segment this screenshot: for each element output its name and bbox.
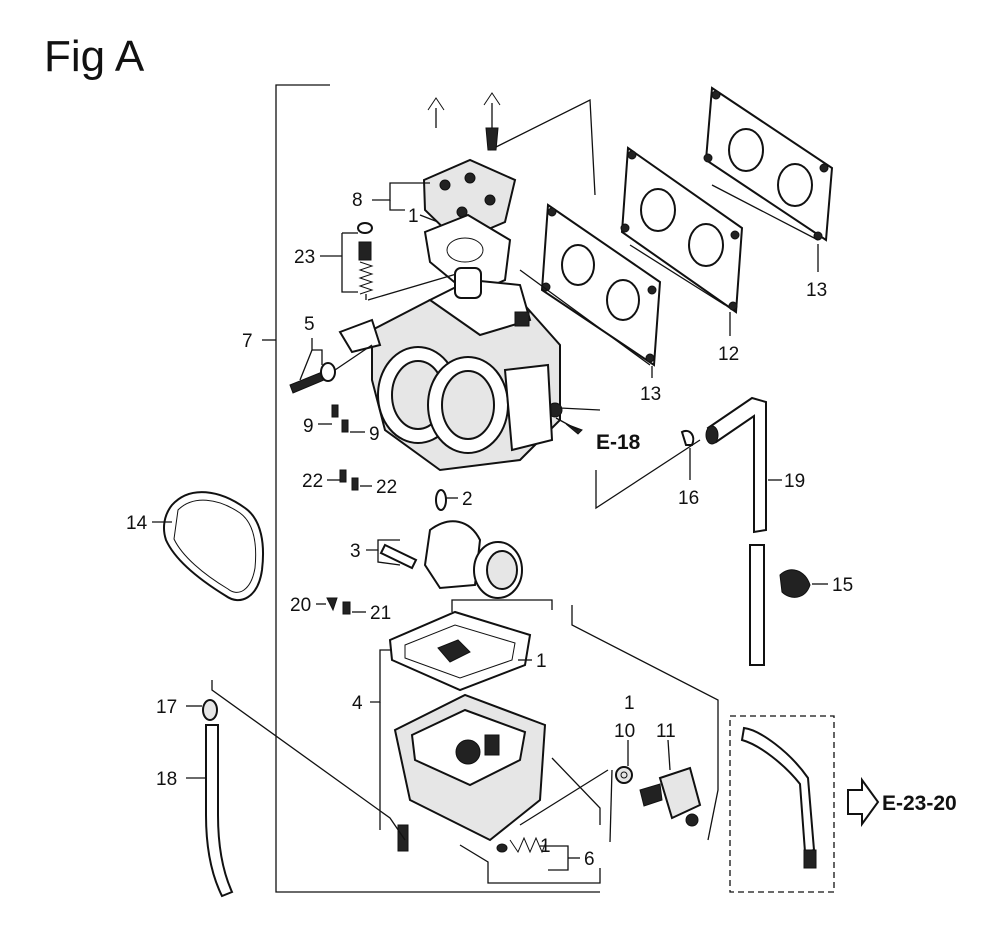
air-cleaner-gasket-14 bbox=[163, 491, 265, 601]
jets-9 bbox=[331, 404, 349, 433]
callout-19: 19 bbox=[784, 471, 805, 492]
carburetor-body bbox=[338, 267, 563, 472]
callout-3: 3 bbox=[350, 541, 361, 562]
float-bowl bbox=[393, 693, 547, 852]
clip-17 bbox=[202, 699, 218, 721]
solenoid-washer bbox=[615, 766, 633, 784]
reference-pipe-box bbox=[729, 715, 835, 893]
float-pin bbox=[379, 543, 418, 570]
callout-17: 17 bbox=[156, 697, 177, 718]
callout-7: 7 bbox=[242, 331, 253, 352]
throttle-stop-screw bbox=[289, 362, 336, 394]
callout-2: 2 bbox=[462, 489, 473, 510]
callout-1-top: 1 bbox=[408, 206, 419, 227]
callout-1-solenoid: 1 bbox=[624, 693, 635, 714]
callout-15: 15 bbox=[832, 575, 853, 596]
insulator-gasket-rear bbox=[703, 86, 834, 242]
jets-22 bbox=[339, 469, 359, 491]
callout-leaders bbox=[152, 182, 828, 871]
callout-8: 8 bbox=[352, 190, 363, 211]
callout-14: 14 bbox=[126, 513, 148, 534]
callout-11: 11 bbox=[656, 721, 676, 742]
callout-10: 10 bbox=[614, 721, 635, 742]
callout-18: 18 bbox=[156, 769, 177, 790]
callout-4: 4 bbox=[352, 693, 363, 714]
reference-arrow bbox=[847, 776, 880, 828]
callout-12: 12 bbox=[718, 344, 739, 365]
callout-21: 21 bbox=[370, 603, 391, 624]
clip-16 bbox=[680, 430, 695, 446]
fuel-tube-18 bbox=[205, 724, 234, 898]
drain-screw bbox=[496, 836, 547, 854]
callout-13b: 13 bbox=[806, 280, 827, 301]
reference-e2320[interactable]: E-23-20 bbox=[882, 792, 957, 815]
carburetor-gasket bbox=[540, 203, 662, 367]
callouts: 8 1 23 7 5 9 9 22 22 2 3 14 20 21 1 4 1 … bbox=[126, 190, 853, 870]
float bbox=[423, 520, 523, 599]
callout-5: 5 bbox=[304, 314, 315, 335]
top-cover-gasket bbox=[423, 213, 512, 297]
callout-9b: 9 bbox=[369, 424, 380, 445]
reference-e18[interactable]: E-18 bbox=[596, 431, 641, 454]
screws-20-21 bbox=[326, 597, 351, 615]
callout-13a: 13 bbox=[640, 384, 661, 405]
fuel-cut-solenoid bbox=[639, 766, 702, 827]
references: E-18 E-23-20 bbox=[555, 417, 957, 815]
callout-1-drain: 1 bbox=[540, 836, 551, 857]
callout-9a: 9 bbox=[303, 416, 314, 437]
callout-22a: 22 bbox=[302, 471, 323, 492]
callout-1-gasket: 1 bbox=[536, 651, 547, 672]
callout-20: 20 bbox=[290, 595, 311, 616]
float-valve bbox=[435, 489, 447, 511]
assembly-boundary bbox=[275, 84, 600, 893]
callout-23: 23 bbox=[294, 247, 315, 268]
insulator-block bbox=[620, 146, 744, 314]
tube-clip-15 bbox=[779, 569, 811, 598]
figure-title: Fig A bbox=[44, 32, 145, 81]
callout-16: 16 bbox=[678, 488, 699, 509]
top-cover-screws bbox=[427, 92, 501, 151]
float-bowl-gasket bbox=[388, 610, 532, 692]
callout-6: 6 bbox=[584, 849, 595, 870]
pilot-screw bbox=[357, 222, 374, 300]
callout-22b: 22 bbox=[376, 477, 397, 498]
fuel-tube-19 bbox=[705, 396, 767, 666]
